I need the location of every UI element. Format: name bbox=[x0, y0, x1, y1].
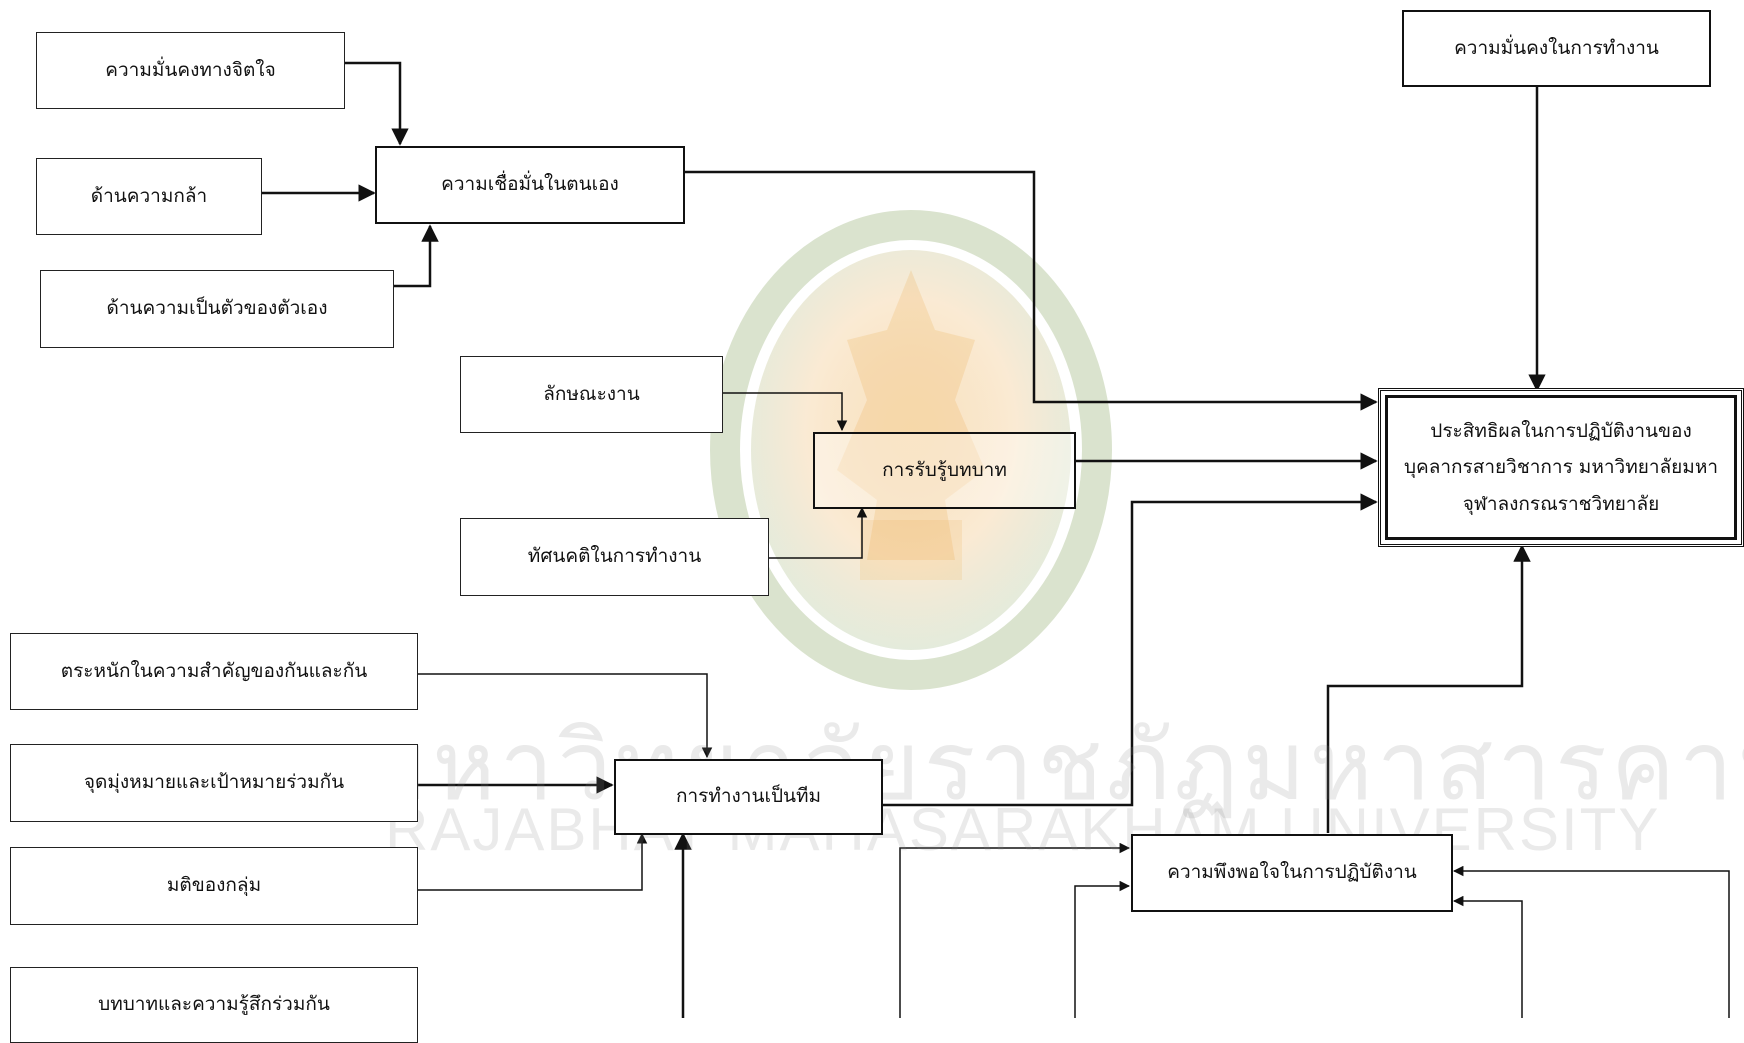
box-shared-goals: จุดมุ่งหมายและเป้าหมายร่วมกัน bbox=[10, 744, 418, 822]
box-job-satisfaction: ความพึงพอใจในการปฏิบัติงาน bbox=[1131, 834, 1453, 912]
box-mutual-importance: ตระหนักในความสำคัญของกันและกัน bbox=[10, 633, 418, 710]
box-self-confidence: ความเชื่อมั่นในตนเอง bbox=[375, 146, 685, 224]
arrow-psych-to-confidence bbox=[344, 63, 400, 144]
box-self-identity: ด้านความเป็นตัวของตัวเอง bbox=[40, 270, 394, 348]
watermark-english: RAJABHAT MAHASARAKHAM UNIVERSITY bbox=[385, 795, 1660, 864]
box-psychological-security: ความมั่นคงทางจิตใจ bbox=[36, 32, 345, 109]
box-courage: ด้านความกล้า bbox=[36, 158, 262, 235]
arrow-in-satisfaction-3 bbox=[1454, 871, 1729, 1018]
box-group-norms: มติของกลุ่ม bbox=[10, 847, 418, 925]
box-job-characteristics: ลักษณะงาน bbox=[460, 356, 723, 433]
box-job-security: ความมั่นคงในการทำงาน bbox=[1402, 10, 1711, 87]
arrow-in-satisfaction-4 bbox=[1454, 901, 1522, 1018]
box-outcome: ประสิทธิผลในการปฏิบัติงานของบุคลากรสายวิ… bbox=[1378, 388, 1744, 547]
box-shared-roles: บทบาทและความรู้สึกร่วมกัน bbox=[10, 967, 418, 1043]
box-role-perception: การรับรู้บทบาท bbox=[813, 432, 1076, 509]
arrow-identity-to-confidence bbox=[393, 226, 430, 286]
box-teamwork: การทำงานเป็นทีม bbox=[614, 759, 883, 835]
box-work-attitude: ทัศนคติในการทำงาน bbox=[460, 518, 769, 596]
outcome-label: ประสิทธิผลในการปฏิบัติงานของบุคลากรสายวิ… bbox=[1385, 395, 1737, 540]
arrow-in-satisfaction-1 bbox=[900, 848, 1129, 1018]
arrow-in-satisfaction-2 bbox=[1075, 886, 1129, 1018]
